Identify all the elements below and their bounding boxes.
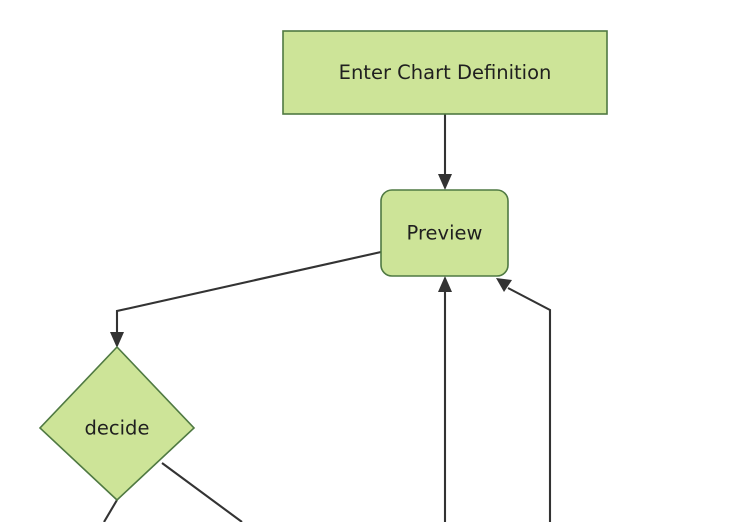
arrow-head-icon bbox=[438, 276, 452, 292]
edge-line bbox=[115, 250, 382, 333]
node-label-preview: Preview bbox=[407, 222, 483, 245]
edge-line bbox=[507, 287, 552, 522]
node-shape-rounded-rectangle[interactable] bbox=[380, 189, 509, 277]
node-preview[interactable]: Preview bbox=[380, 189, 509, 277]
edge-decide-bottom-right bbox=[161, 462, 243, 522]
node-shape-diamond[interactable] bbox=[38, 345, 196, 502]
edge-line bbox=[103, 499, 118, 522]
node-enter-chart-definition[interactable]: Enter Chart Definition bbox=[282, 30, 608, 115]
arrow-head-icon bbox=[496, 278, 512, 292]
edge-preview-to-decide bbox=[110, 250, 382, 348]
edge-bottom-right-to-preview bbox=[496, 278, 552, 522]
node-shape-rectangle[interactable] bbox=[282, 30, 608, 115]
node-decide[interactable]: decide bbox=[38, 345, 196, 502]
node-label-enter-chart-definition: Enter Chart Definition bbox=[339, 61, 552, 84]
edge-enter-to-preview bbox=[438, 114, 452, 190]
arrow-head-icon bbox=[438, 174, 452, 190]
arrow-head-icon bbox=[110, 332, 124, 348]
edge-bottom-center-to-preview bbox=[438, 276, 452, 522]
edge-decide-bottom-left bbox=[103, 499, 118, 522]
edge-line bbox=[161, 462, 243, 522]
node-label-decide: decide bbox=[85, 417, 150, 440]
